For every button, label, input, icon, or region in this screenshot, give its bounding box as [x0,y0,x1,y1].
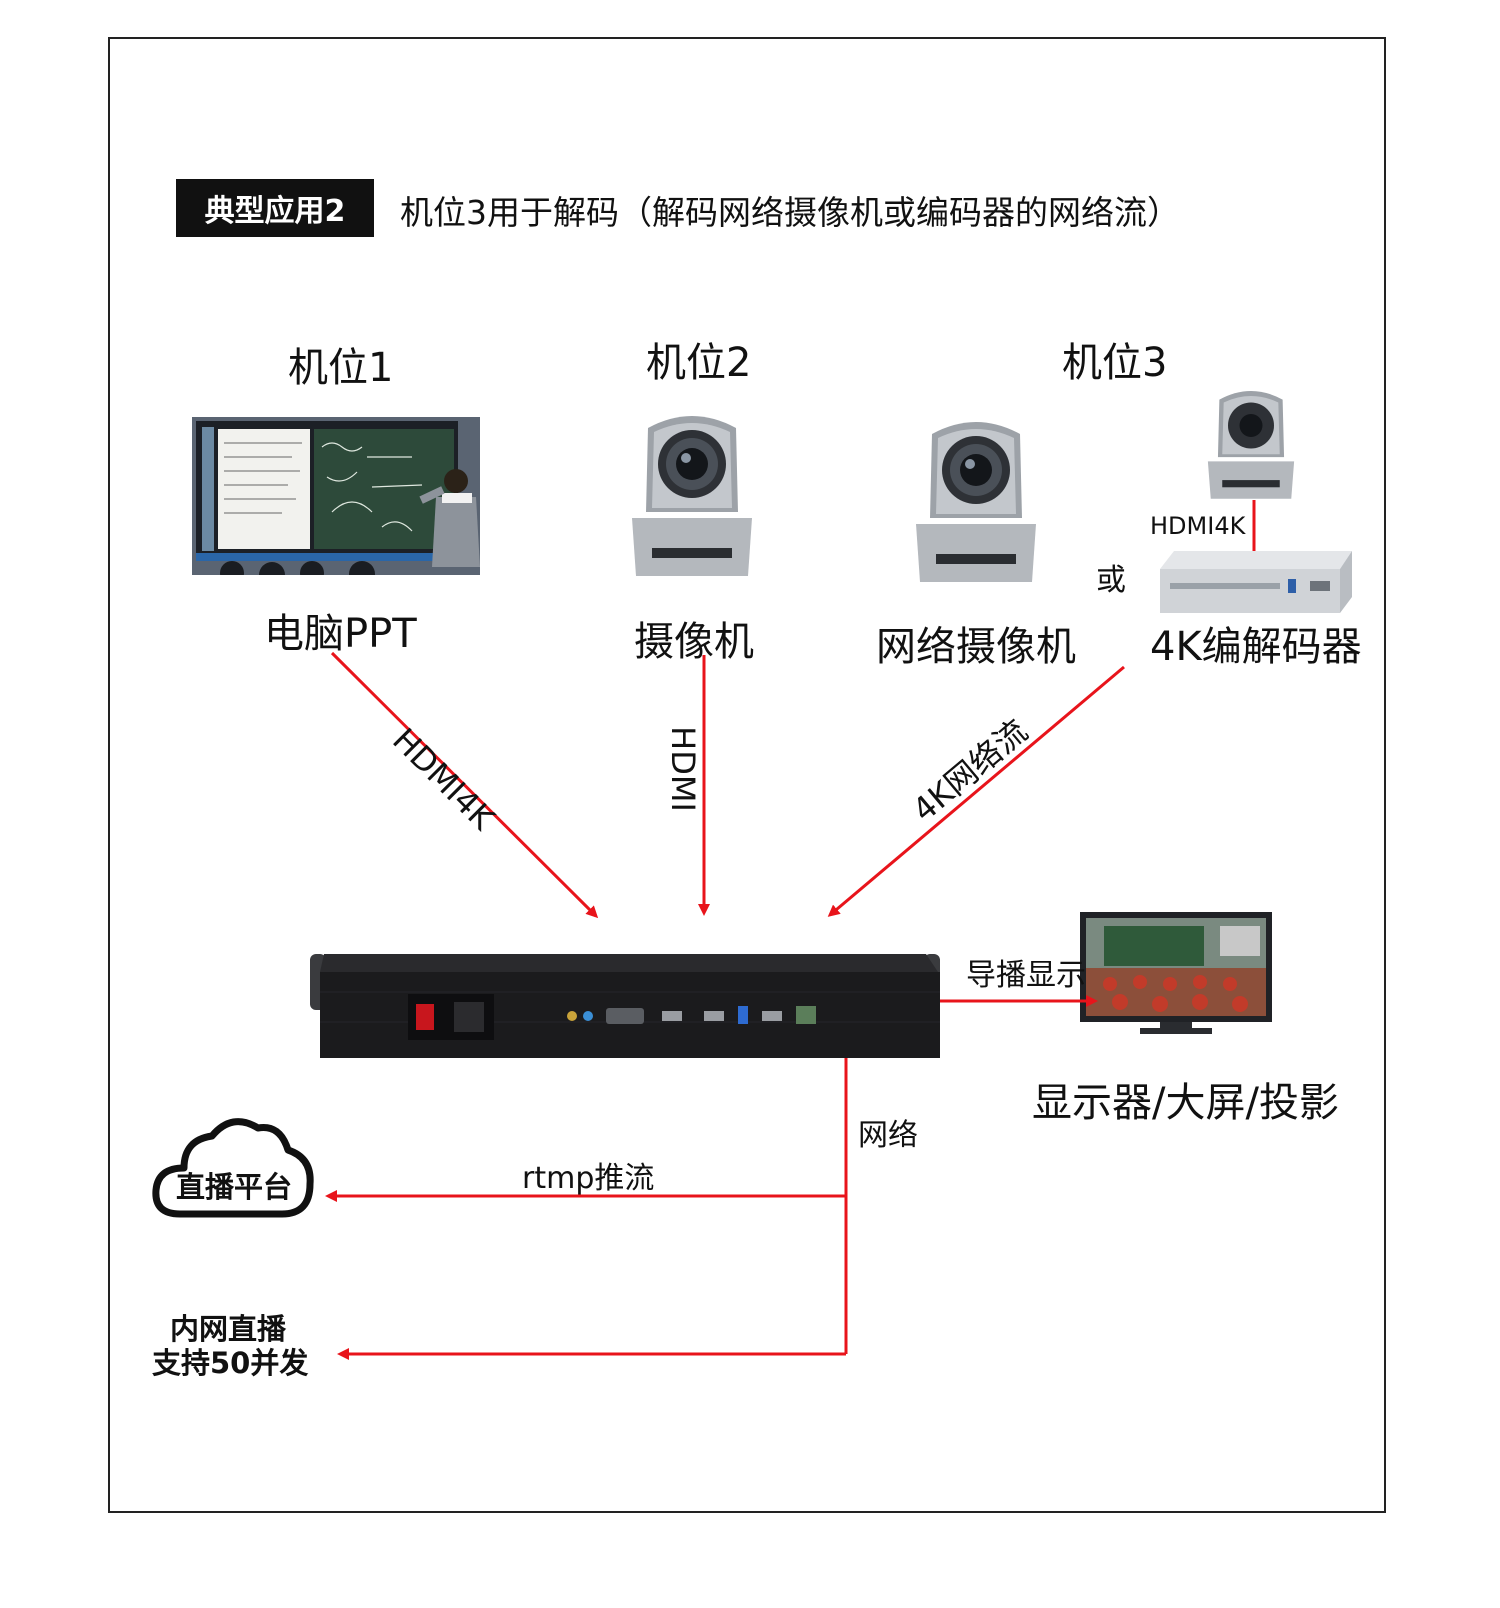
intranet-line1: 内网直播 [170,1312,287,1346]
typical-application-badge: 典型应用2 [176,179,374,237]
display-monitor-image [1080,912,1272,1036]
network-label: 网络 [858,1118,918,1153]
display-label: 显示器/大屏/投影 [1032,1080,1339,1126]
arrow-ipcam-to-device [827,665,1125,917]
arrow-pc-to-device [330,651,599,919]
intranet-line2: 支持50并发 [152,1346,309,1380]
pc-ppt-label: 电脑PPT [264,611,417,657]
hdmi-link-label: HDMI [663,726,702,812]
cloud-icon [150,1110,318,1222]
director-display-label: 导播显示 [966,958,1086,993]
diagram-title: 机位3用于解码（解码网络摄像机或编码器的网络流） [400,193,1180,232]
position-3-label: 机位3 [1062,340,1168,386]
diagram-frame [108,37,1386,1513]
cloud-label: 直播平台 [176,1170,293,1204]
encoder-4k-label: 4K编解码器 [1150,624,1362,670]
ip-camera-image [912,414,1040,582]
rtmp-push-label: rtmp推流 [522,1161,655,1196]
camera-label: 摄像机 [634,619,754,665]
ip-camera-label: 网络摄像机 [876,624,1076,670]
or-text: 或 [1096,563,1126,598]
ptz-camera-image [628,408,756,576]
hdmi4k-small-label: HDMI4K [1150,512,1246,540]
smartboard-image [192,417,480,588]
encoder-4k-image [1160,551,1352,615]
position-1-label: 机位1 [288,345,394,391]
small-camera-image [1205,385,1297,499]
decoder-device-image [310,952,940,1058]
position-2-label: 机位2 [646,340,752,386]
